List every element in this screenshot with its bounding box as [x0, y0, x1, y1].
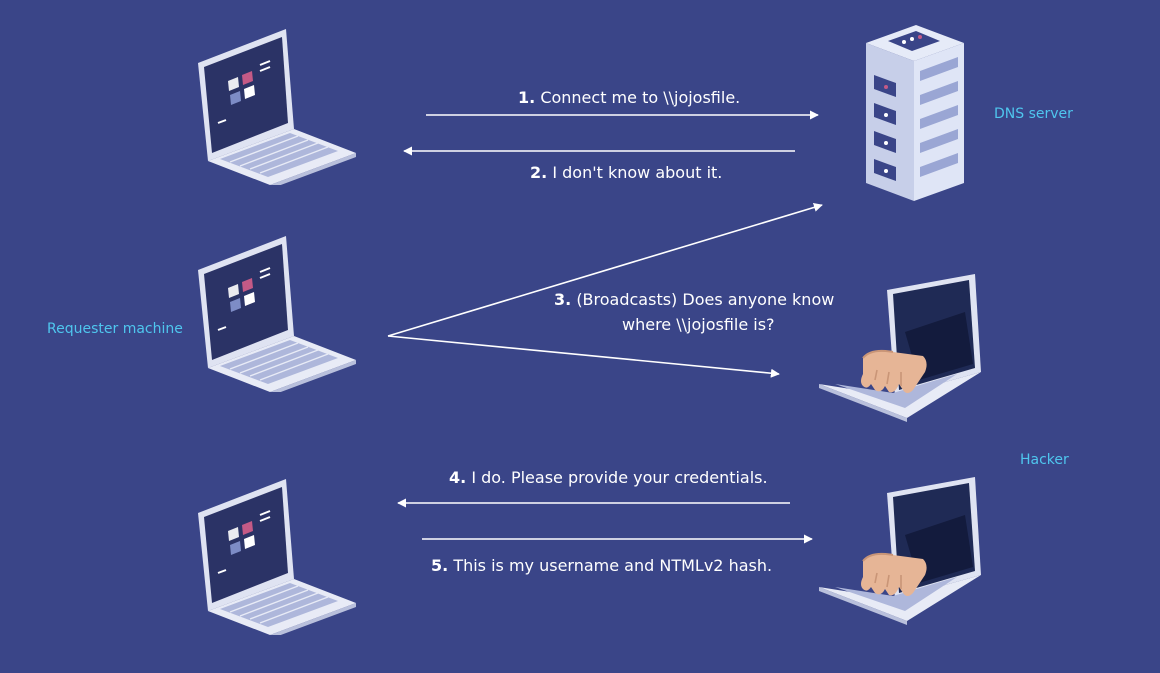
- message-2-number: 2.: [530, 163, 548, 182]
- message-3: 3. (Broadcasts) Does anyone know: [554, 288, 834, 312]
- message-4-number: 4.: [449, 468, 467, 487]
- message-5-number: 5.: [431, 556, 449, 575]
- message-2: 2. I don't know about it.: [530, 161, 722, 185]
- message-3-text: (Broadcasts) Does anyone know: [576, 290, 835, 309]
- dns-server-icon: [866, 25, 964, 201]
- message-3-line2: where \\jojosfile is?: [622, 315, 775, 334]
- hacker-laptop-1-icon: [818, 273, 982, 423]
- message-2-text: I don't know about it.: [552, 163, 723, 182]
- requester-label: Requester machine: [47, 321, 183, 337]
- arrow-3b: [387, 335, 780, 378]
- dns-server-label: DNS server: [994, 106, 1073, 122]
- hacker-label: Hacker: [1020, 452, 1069, 468]
- message-4: 4. I do. Please provide your credentials…: [449, 466, 768, 490]
- message-3-number: 3.: [554, 290, 572, 309]
- hacker-laptop-2-icon: [818, 476, 982, 626]
- arrow-3a: [387, 203, 823, 337]
- requester-laptop-3-icon: [197, 478, 357, 635]
- message-1: 1. Connect me to \\jojosfile.: [518, 86, 740, 110]
- message-4-text: I do. Please provide your credentials.: [471, 468, 768, 487]
- requester-laptop-2-icon: [197, 235, 357, 392]
- message-1-number: 1.: [518, 88, 536, 107]
- message-1-text: Connect me to \\jojosfile.: [540, 88, 741, 107]
- message-5-text: This is my username and NTMLv2 hash.: [453, 556, 773, 575]
- requester-laptop-1-icon: [197, 28, 357, 185]
- message-5: 5. This is my username and NTMLv2 hash.: [431, 554, 772, 578]
